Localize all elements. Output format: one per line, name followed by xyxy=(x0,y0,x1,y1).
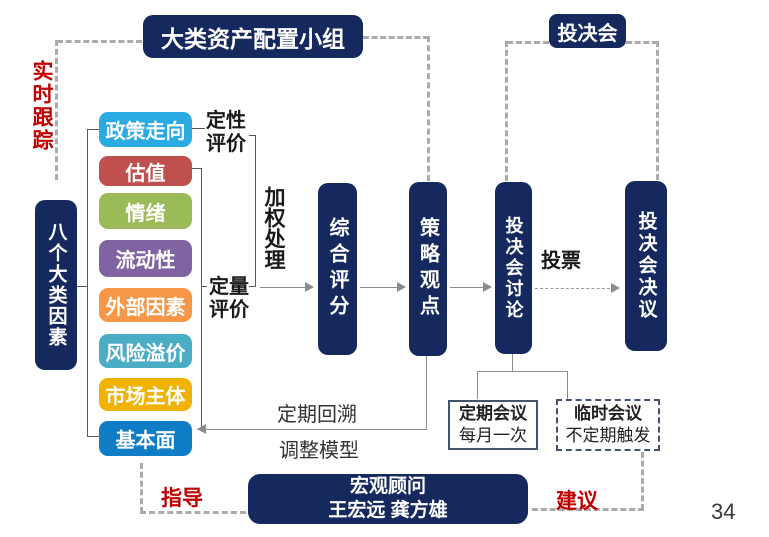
adhoc-meeting-subtitle: 不定期触发 xyxy=(565,426,651,445)
arrow-weighting-to-score xyxy=(260,287,310,288)
arrow-score-to-strategy xyxy=(360,287,402,288)
quantitative-stub-top xyxy=(192,168,201,169)
weighting-label: 加权处理 xyxy=(262,186,285,270)
meeting-crossbar xyxy=(477,371,568,372)
arrowhead-resolution xyxy=(611,283,625,293)
meeting-stem xyxy=(512,354,513,372)
dash-suggest-up xyxy=(641,452,644,510)
vote-label: 投票 xyxy=(541,250,581,272)
adjust-label: 调整模型 xyxy=(279,440,359,462)
dash-group-right xyxy=(363,36,429,39)
factors-bracket-bottom-stub xyxy=(87,436,101,437)
arrowhead-discussion xyxy=(483,282,497,292)
factors-bracket-mid-stub xyxy=(77,286,87,287)
weighting-stub-bottom xyxy=(249,286,255,287)
review-label: 定期回溯 xyxy=(277,404,357,426)
dash-group-to-strategy xyxy=(427,36,430,181)
factor-external: 外部因素 xyxy=(99,288,192,322)
meeting-drop-right xyxy=(567,371,568,399)
arrowhead-strategy xyxy=(397,282,411,292)
factor-policy: 政策走向 xyxy=(99,112,192,147)
allocation-group-box: 大类资产配置小组 xyxy=(143,15,363,58)
feedback-line-down xyxy=(426,356,427,430)
resolution-box: 投决会决议 xyxy=(625,181,667,351)
quantitative-bracket xyxy=(201,168,202,430)
regular-meeting-title: 定期会议 xyxy=(459,404,527,423)
factor-marketbody: 市场主体 xyxy=(99,378,192,411)
factor-valuation: 估值 xyxy=(99,156,192,186)
page-number: 34 xyxy=(711,499,736,524)
discussion-box: 投决会讨论 xyxy=(495,182,532,354)
dash-committee-to-resolution xyxy=(656,41,659,180)
qualitative-label: 定性评价 xyxy=(206,110,246,155)
regular-meeting-box: 定期会议 每月一次 xyxy=(448,400,538,450)
weighting-stub-top xyxy=(249,135,255,136)
qualitative-stub xyxy=(192,128,205,129)
dash-committee-left xyxy=(507,41,549,44)
dash-guide-right xyxy=(140,511,246,514)
meeting-drop-left xyxy=(477,371,478,399)
arrow-vote-dashed xyxy=(535,288,615,289)
dash-committee-right xyxy=(626,41,658,44)
advisor-names: 王宏远 龚方雄 xyxy=(328,500,448,521)
guide-label: 指导 xyxy=(161,487,203,510)
committee-box: 投决会 xyxy=(549,14,626,48)
arrow-strategy-to-discussion xyxy=(450,287,488,288)
adhoc-meeting-title: 临时会议 xyxy=(574,404,642,423)
feedback-line-left xyxy=(197,429,427,430)
adhoc-meeting-box: 临时会议 不定期触发 xyxy=(556,399,660,451)
factor-fundamentals: 基本面 xyxy=(99,421,192,456)
factor-sentiment: 情绪 xyxy=(99,193,192,229)
dash-track-down xyxy=(55,40,58,180)
quantitative-label: 定量评价 xyxy=(209,276,249,321)
advisor-title: 宏观顾问 xyxy=(349,476,426,497)
arrowhead-score xyxy=(305,282,319,292)
suggest-label: 建议 xyxy=(556,490,598,513)
regular-meeting-subtitle: 每月一次 xyxy=(459,426,527,445)
dash-committee-to-discussion xyxy=(505,41,508,181)
weighting-bracket xyxy=(255,135,256,287)
quantitative-stub-label xyxy=(201,286,207,287)
arrowhead-fundamentals xyxy=(192,424,206,434)
factor-riskpremium: 风险溢价 xyxy=(99,334,192,368)
dash-suggest-right xyxy=(532,508,644,511)
score-box: 综合评分 xyxy=(318,183,357,355)
factors-bracket-top-stub xyxy=(87,129,99,130)
factor-liquidity: 流动性 xyxy=(99,240,192,277)
dash-guide-down xyxy=(140,463,143,513)
dash-track-top xyxy=(57,40,142,43)
factors-bracket-vertical xyxy=(87,129,88,437)
strategy-box: 策略观点 xyxy=(409,182,447,356)
realtime-tracking-label: 实时跟踪 xyxy=(30,60,53,152)
advisor-box: 宏观顾问 王宏远 龚方雄 xyxy=(248,474,528,524)
eight-factors-title-box: 八个大类因素 xyxy=(35,200,77,370)
